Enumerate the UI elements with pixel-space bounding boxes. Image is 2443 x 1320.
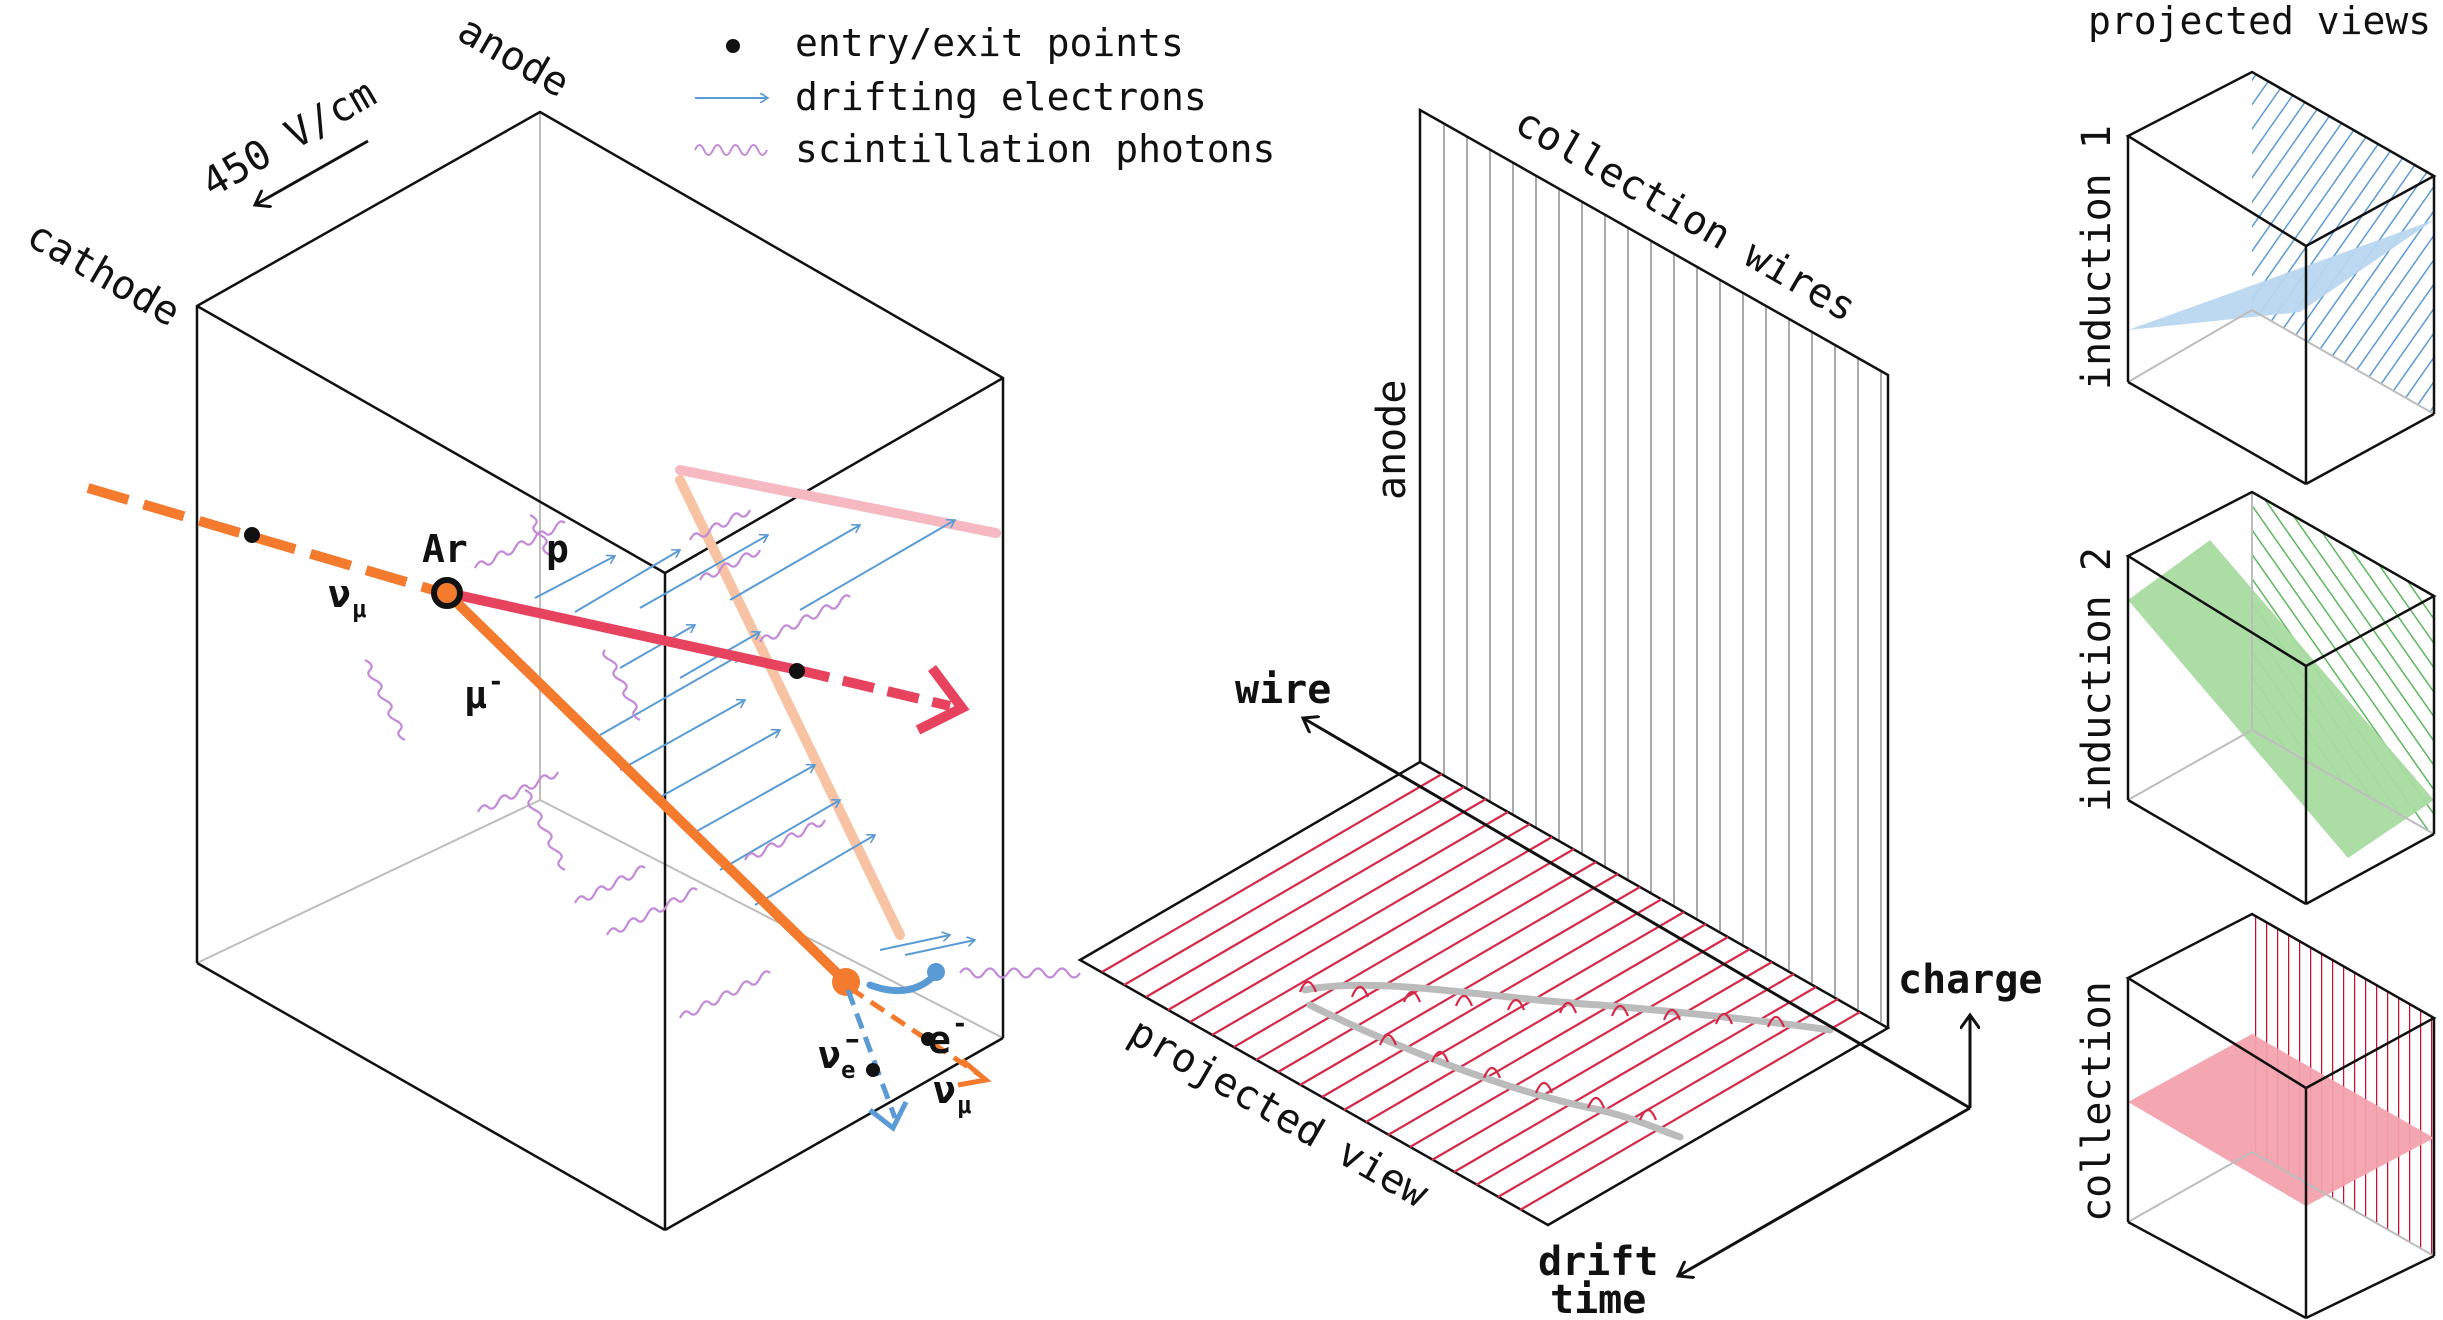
svg-text:-: - (952, 1009, 968, 1039)
projected-muon-track (675, 475, 905, 940)
view-collection (2125, 912, 2437, 1320)
incoming-neutrino (86, 483, 442, 597)
proton-label: p (546, 527, 569, 571)
floor-wires (1101, 773, 1861, 1211)
projected-proton-track (675, 465, 1001, 538)
svg-text:ν: ν (328, 572, 351, 616)
numu-exit-point-icon (921, 1032, 935, 1046)
legend-drifting: drifting electrons (795, 75, 1207, 119)
cathode-label: cathode (19, 212, 188, 336)
svg-text:ν: ν (933, 1068, 956, 1112)
svg-text:μ: μ (352, 595, 366, 623)
entry-point-icon (244, 527, 260, 543)
numu-in-label: ν μ (328, 572, 366, 623)
wire-axis-label: wire (1235, 667, 1331, 713)
muon-track (443, 589, 851, 987)
svg-text:μ: μ (957, 1091, 971, 1119)
legend-dot-icon (726, 39, 740, 53)
readout-plane (1077, 107, 1971, 1276)
collection-label: collection (2074, 981, 2120, 1222)
induction-2-label: induction 2 (2074, 547, 2120, 812)
drift-label: drift (1538, 1239, 1658, 1285)
legend: entry/exit points drifting electrons sci… (694, 21, 1275, 171)
view-induction-1 (2125, 70, 2437, 486)
readout-anode-label: anode (1369, 380, 1415, 500)
scintillation-photons (364, 509, 1081, 1019)
outgoing-antinue (845, 989, 898, 1119)
wire-signals (1298, 980, 1786, 1121)
drift-time-axis (1678, 1106, 1971, 1276)
induction-1-label: induction 1 (2074, 125, 2120, 390)
field-arrow (255, 139, 369, 205)
antinue-exit-point-icon (866, 1063, 880, 1077)
numu-out-label: ν μ (933, 1068, 971, 1119)
electron-end-icon (927, 963, 945, 981)
detector-box (195, 110, 1005, 1232)
legend-wave-icon (694, 144, 768, 156)
charge-axis-label: charge (1898, 957, 2043, 1003)
proton-track-exit (796, 665, 952, 711)
collection-wires-label: collection wires (1507, 99, 1864, 331)
svg-text:-: - (488, 667, 504, 697)
proton-exit-point-icon (789, 663, 805, 679)
electron-label: e - (928, 1009, 968, 1062)
anode-label-box: anode (450, 7, 577, 107)
antinue-label: ν̄ e (818, 1033, 859, 1084)
legend-entry-exit: entry/exit points (795, 21, 1184, 65)
decay-electron-track (866, 971, 939, 995)
argon-vertex-icon (431, 577, 463, 609)
projected-views-title: projected views (2088, 0, 2431, 43)
view-induction-2 (2125, 490, 2437, 906)
projected-track-upper (1301, 981, 1834, 1034)
outgoing-numu (848, 985, 982, 1078)
svg-text:e: e (928, 1018, 951, 1062)
legend-scintillation: scintillation photons (795, 127, 1275, 171)
projected-track-lower (1306, 1001, 1684, 1141)
outgoing-antinue-arrow (868, 1100, 909, 1132)
outgoing-numu-arrow (957, 1058, 992, 1088)
time-label: time (1550, 1277, 1646, 1320)
collection-wires (1443, 124, 1882, 1022)
wire-axis (1303, 718, 1971, 1110)
muon-label: μ - (464, 667, 504, 717)
proton-track (443, 588, 803, 675)
svg-text:e: e (841, 1056, 855, 1084)
svg-text:μ: μ (464, 673, 487, 717)
proton-arrowhead (915, 665, 970, 735)
ar-label: Ar (422, 527, 468, 571)
